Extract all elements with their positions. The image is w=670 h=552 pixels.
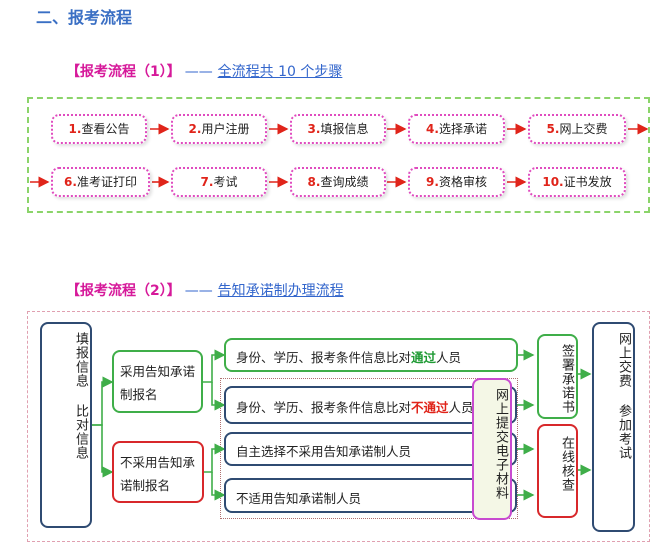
pay-exam-box: 网上交费 参加考试 (592, 322, 635, 532)
row-not-applicable: 不适用告知承诺制人员 (224, 478, 517, 513)
step-label: 证书发放 (563, 175, 612, 189)
conn-fill-adopt (92, 376, 114, 426)
step-number: 2. (188, 122, 202, 136)
step-number: 8. (307, 175, 321, 189)
flow1-frame (27, 97, 650, 213)
flow1-title-bracket: 【报考流程（1）】 (66, 64, 181, 80)
row-fail: 身份、学历、报考条件信息比对不通过人员 (224, 386, 517, 424)
step-1: 1.查看公告 (51, 114, 147, 144)
conn-adopt-fail (211, 382, 226, 411)
row-fail-status: 不通过 (411, 400, 449, 415)
online-review-box: 在线核查 (537, 424, 578, 518)
conn-notadopt-vol (204, 443, 226, 473)
step-6: 6.准考证打印 (51, 167, 150, 197)
step-number: 5. (546, 122, 560, 136)
not-adopt-box: 不采用告知承诺制报名 (112, 441, 204, 503)
row-not-applicable-label: 不适用告知承诺制人员 (236, 491, 362, 506)
step-number: 6. (64, 175, 77, 189)
step-label: 考试 (213, 175, 238, 189)
flow1-title-dash: —— (184, 64, 213, 80)
conn-notadopt-na (211, 472, 226, 501)
row-voluntary-label: 自主选择不采用告知承诺制人员 (236, 444, 412, 459)
step-10: 10.证书发放 (528, 167, 626, 197)
step-label: 网上交费 (559, 122, 608, 136)
row-pass-prefix: 身份、学历、报考条件信息比对 (236, 350, 412, 365)
row-fail-suffix: 人员 (448, 400, 474, 415)
conn-fill-notadopt (92, 424, 114, 478)
step-number: 3. (307, 122, 321, 136)
flow2-title: 【报考流程（2）】—— 告知承诺制办理流程 (66, 280, 344, 300)
flow1-title-desc: 全流程共 10 个步骤 (217, 64, 343, 80)
step-label: 查看公告 (81, 122, 130, 136)
online-review-label: 在线核查 (559, 436, 574, 492)
step-5: 5.网上交费 (528, 114, 626, 144)
step-label: 准考证打印 (76, 175, 137, 189)
pay-exam-label: 网上交费 参加考试 (616, 332, 631, 460)
fill-compare-label: 填报信息 比对信息 (73, 332, 88, 460)
step-label: 用户注册 (201, 122, 250, 136)
step-number: 7. (200, 175, 214, 189)
flow2-title-dash: —— (184, 283, 213, 299)
flow2-frame (27, 311, 650, 542)
step-7: 7.考试 (171, 167, 267, 197)
row-pass-status: 通过 (411, 350, 437, 365)
step-label: 资格审核 (438, 175, 487, 189)
step-number: 1. (68, 122, 82, 136)
step-number: 10. (542, 175, 564, 189)
step-8: 8.查询成绩 (290, 167, 386, 197)
row-pass-suffix: 人员 (436, 350, 462, 365)
row-voluntary: 自主选择不采用告知承诺制人员 (224, 432, 517, 466)
step-3: 3.填报信息 (290, 114, 386, 144)
adopt-box: 采用告知承诺制报名 (112, 350, 203, 413)
sign-label: 签署承诺书 (559, 344, 574, 414)
step-label: 填报信息 (320, 122, 369, 136)
flow1-title: 【报考流程（1）】—— 全流程共 10 个步骤 (66, 61, 342, 81)
fill-compare-box: 填报信息 比对信息 (40, 322, 92, 528)
step-number: 9. (426, 175, 439, 189)
flow2-title-bracket: 【报考流程（2）】 (66, 283, 181, 299)
sign-box: 签署承诺书 (537, 334, 578, 419)
conn-adopt-pass (203, 349, 226, 383)
step-2: 2.用户注册 (171, 114, 267, 144)
step-9: 9.资格审核 (408, 167, 505, 197)
step-label: 选择承诺 (438, 122, 487, 136)
row-fail-prefix: 身份、学历、报考条件信息比对 (236, 400, 412, 415)
not-adopt-label: 不采用告知承诺制报名 (120, 455, 196, 493)
section-title: 二、报考流程 (36, 8, 133, 27)
step-4: 4.选择承诺 (408, 114, 505, 144)
upload-label: 网上提交电子材料 (493, 388, 508, 500)
flow2-title-desc: 告知承诺制办理流程 (217, 283, 344, 299)
upload-box: 网上提交电子材料 (472, 378, 512, 520)
row-pass: 身份、学历、报考条件信息比对通过人员 (224, 338, 518, 372)
adopt-label: 采用告知承诺制报名 (120, 364, 196, 402)
step-label: 查询成绩 (320, 175, 369, 189)
step-number: 4. (426, 122, 439, 136)
